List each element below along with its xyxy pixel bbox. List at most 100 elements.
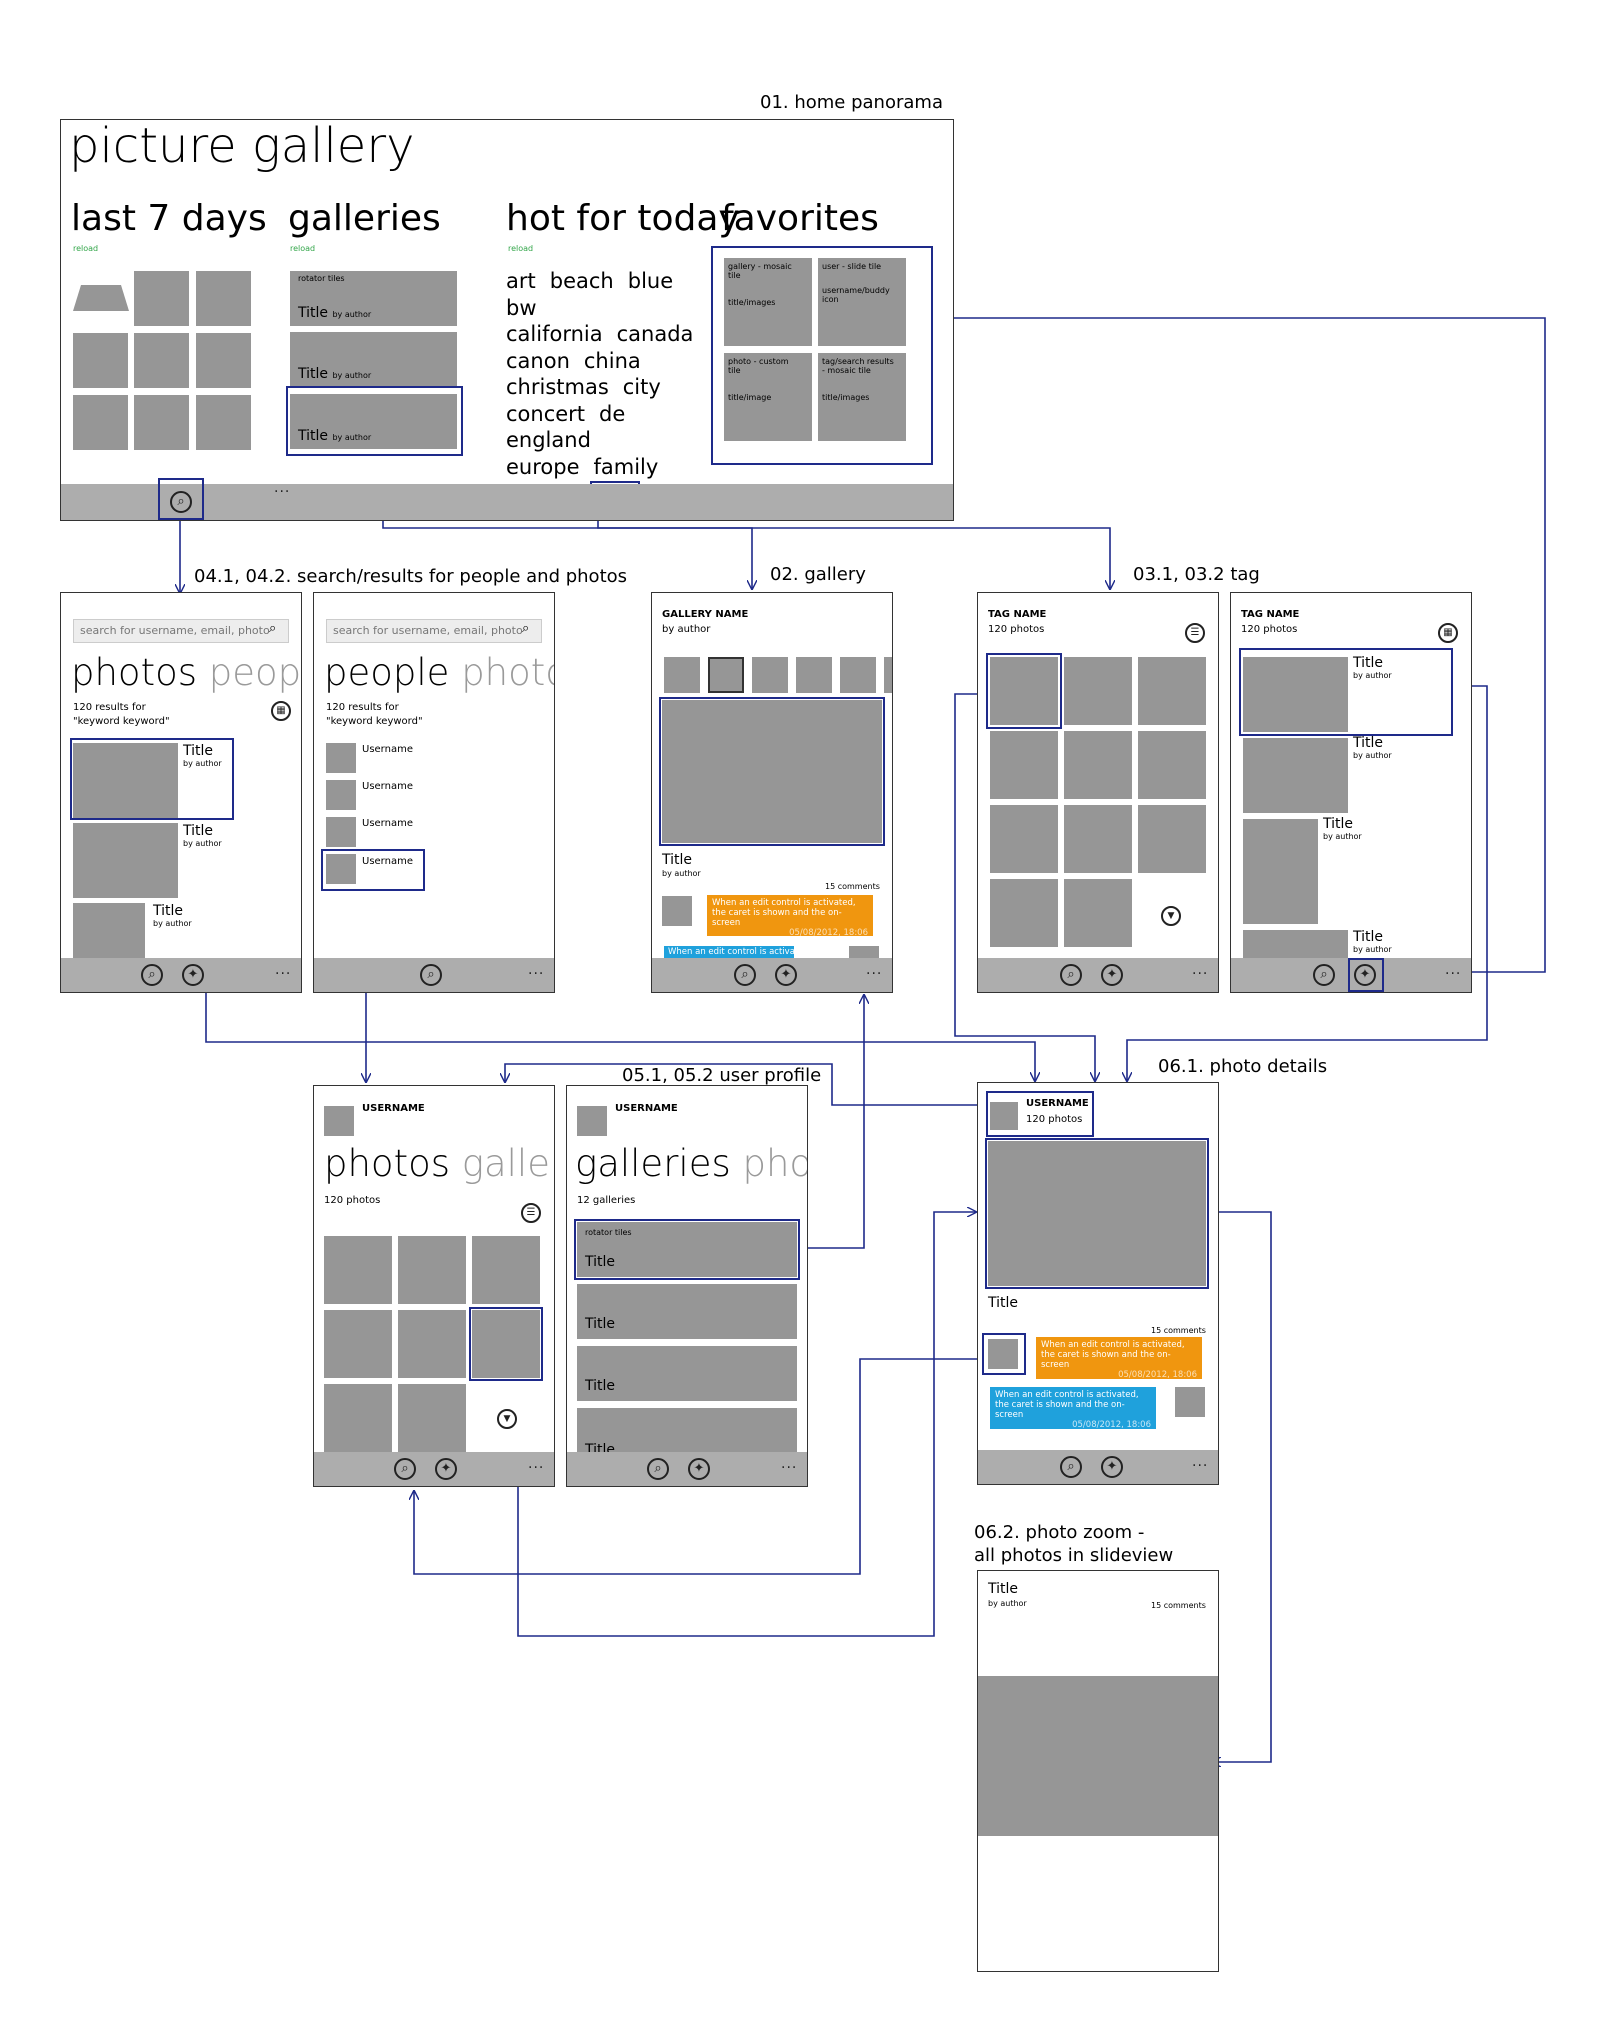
tag-link[interactable]: california [506, 322, 603, 346]
pivot-photos[interactable]: photos [71, 651, 197, 694]
photo-thumb[interactable] [1243, 738, 1348, 813]
photo-tile[interactable] [1064, 879, 1132, 947]
zoomed-photo[interactable] [978, 1676, 1218, 1836]
avatar[interactable] [326, 780, 356, 810]
avatar[interactable] [326, 743, 356, 773]
search-button[interactable]: ⌕ [1060, 1456, 1082, 1478]
photo-tile[interactable] [1064, 805, 1132, 873]
list-view-icon[interactable]: ☰ [1185, 623, 1205, 643]
photo-tile[interactable] [324, 1384, 392, 1452]
tag-link[interactable]: canon [506, 348, 570, 373]
favorite-tile[interactable]: user - slide tile username/buddy icon [818, 258, 906, 346]
username-label[interactable]: Username [362, 781, 413, 792]
photo-tile[interactable] [196, 395, 251, 450]
thumb-strip-item[interactable] [796, 657, 832, 693]
grid-view-icon[interactable]: ▦ [1438, 623, 1458, 643]
photo-tile[interactable] [1064, 657, 1132, 725]
reload-link[interactable]: reload [290, 244, 316, 253]
thumb-strip-item[interactable] [752, 657, 788, 693]
photo-tile[interactable] [990, 731, 1058, 799]
gallery-tile[interactable]: Title [577, 1346, 797, 1401]
avatar[interactable] [662, 896, 692, 926]
grid-view-icon[interactable]: ▦ [271, 701, 291, 721]
username-label[interactable]: Username [362, 818, 413, 829]
search-input[interactable]: search for username, email, photo [73, 619, 289, 643]
photo-thumb[interactable] [1243, 657, 1348, 732]
tag-link[interactable]: art [506, 269, 536, 293]
photo-thumb[interactable] [1243, 930, 1348, 960]
photo-tile[interactable] [472, 1310, 540, 1378]
thumb-strip-item[interactable] [884, 657, 892, 693]
avatar[interactable] [326, 817, 356, 847]
pin-icon[interactable]: ✦ [688, 1458, 710, 1480]
favorite-tile[interactable]: gallery - mosaic tile title/images [724, 258, 812, 346]
search-button[interactable]: ⌕ [734, 964, 756, 986]
pivot-photos[interactable]: photos [324, 1142, 450, 1185]
pivot-galleries[interactable]: galleries [575, 1142, 731, 1185]
tag-link[interactable]: canada [616, 322, 694, 346]
photo-tile[interactable] [398, 1384, 466, 1452]
thumb-strip-item[interactable] [840, 657, 876, 693]
pin-icon[interactable]: ✦ [435, 1458, 457, 1480]
photo-tile[interactable] [324, 1310, 392, 1378]
photo-tile[interactable] [134, 271, 189, 326]
tag-link[interactable]: beach [549, 269, 614, 293]
pivot-people[interactable]: people [208, 651, 302, 694]
gallery-tile[interactable]: Title [577, 1408, 797, 1452]
more-icon[interactable]: ... [274, 480, 291, 496]
list-view-icon[interactable]: ☰ [521, 1203, 541, 1223]
tag-link[interactable]: china [583, 348, 641, 373]
photo-tile[interactable] [990, 805, 1058, 873]
photo-tile[interactable] [990, 657, 1058, 725]
avatar[interactable] [849, 946, 879, 958]
pivot-photos[interactable]: photo [742, 1142, 808, 1185]
pin-icon[interactable]: ✦ [182, 964, 204, 986]
username-label[interactable]: Username [362, 744, 413, 755]
gallery-tile[interactable]: rotator tiles Title by author [290, 271, 457, 326]
avatar[interactable] [326, 854, 356, 884]
tag-link[interactable]: family [593, 454, 659, 479]
tag-link[interactable]: blue [627, 269, 674, 293]
more-icon[interactable]: ... [1192, 962, 1209, 978]
photo-tile[interactable] [472, 1236, 540, 1304]
more-icon[interactable]: ... [1192, 1454, 1209, 1470]
more-icon[interactable]: ... [866, 962, 883, 978]
photo-thumb[interactable] [1243, 819, 1318, 924]
pin-icon[interactable]: ✦ [1101, 964, 1123, 986]
result-thumb[interactable] [73, 903, 145, 963]
avatar[interactable] [988, 1339, 1018, 1369]
photo-tile[interactable] [134, 395, 189, 450]
photo-tile[interactable] [324, 1236, 392, 1304]
gallery-tile[interactable]: Title [577, 1284, 797, 1339]
result-thumb[interactable] [73, 823, 178, 898]
search-input[interactable]: search for username, email, photo [326, 619, 542, 643]
avatar[interactable] [990, 1102, 1018, 1130]
photo-tile[interactable] [196, 333, 251, 388]
photo-tile[interactable] [134, 333, 189, 388]
tag-link[interactable]: concert [506, 401, 586, 426]
gallery-tile[interactable]: Title by author [290, 332, 457, 387]
photo-tile[interactable] [196, 271, 251, 326]
tag-link[interactable]: europe [506, 454, 580, 479]
thumb-strip-item-selected[interactable] [708, 657, 744, 693]
pivot-photos[interactable]: photos [461, 651, 554, 694]
photo-tile[interactable] [1138, 805, 1206, 873]
tag-link[interactable]: city [622, 375, 661, 399]
pin-icon[interactable]: ✦ [775, 964, 797, 986]
main-photo[interactable] [662, 700, 882, 843]
pivot-people[interactable]: people [324, 651, 450, 694]
search-button[interactable]: ⌕ [420, 964, 442, 986]
search-button[interactable]: ⌕ [647, 1458, 669, 1480]
main-photo[interactable] [988, 1141, 1206, 1286]
pin-icon[interactable]: ✦ [1354, 964, 1376, 986]
tag-link[interactable]: de [599, 401, 626, 426]
search-icon[interactable]: ⌕ [269, 621, 277, 636]
username-label[interactable]: Username [362, 856, 413, 867]
search-button[interactable]: ⌕ [141, 964, 163, 986]
photo-tile[interactable] [73, 333, 128, 388]
pivot-galleries[interactable]: gallerie [461, 1142, 554, 1185]
search-icon[interactable]: ⌕ [522, 621, 530, 636]
favorite-tile[interactable]: photo - custom tile title/image [724, 353, 812, 441]
favorite-tile[interactable]: tag/search results - mosaic tile title/i… [818, 353, 906, 441]
avatar[interactable] [1175, 1387, 1205, 1417]
